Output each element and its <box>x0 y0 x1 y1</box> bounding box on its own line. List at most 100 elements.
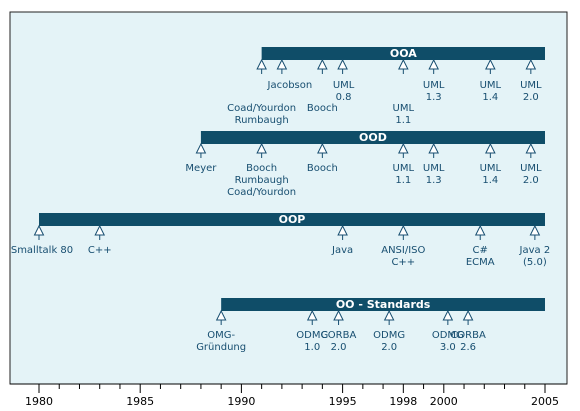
event-label-line: CORBA <box>450 330 486 341</box>
event-label: OMG-Gründung <box>196 330 246 353</box>
event-label-line: C++ <box>88 245 112 256</box>
event-label-line: Booch <box>307 163 338 174</box>
event-label-line: UML <box>393 103 415 114</box>
event-label-line: ODMG <box>432 330 464 341</box>
event-label-line: 2.0 <box>381 342 397 353</box>
event-arrow-icon <box>485 58 496 70</box>
event-label: Booch <box>307 103 338 114</box>
event-label-line: C# <box>473 245 488 256</box>
event-label-line: 1.1 <box>395 115 411 126</box>
event-arrow-icon <box>256 58 267 70</box>
event-label-line: UML <box>520 163 542 174</box>
event-label-line: UML <box>480 80 502 91</box>
event-arrow-icon <box>474 224 486 236</box>
band-label-oop: OOP <box>279 213 306 226</box>
event-arrow-icon <box>195 142 207 154</box>
event-label-line: 1.1 <box>395 175 411 186</box>
axis-year-label: 1980 <box>25 395 53 408</box>
event-arrow-icon <box>462 309 474 321</box>
axis-year-label: 1985 <box>126 395 154 408</box>
event-label-line: ODMG <box>373 330 405 341</box>
axis-year-label: 1990 <box>227 395 255 408</box>
event-oop-2: Java <box>331 224 353 256</box>
band-bar-oop <box>39 213 545 226</box>
event-arrow-icon <box>33 224 45 236</box>
band-bar-ooa <box>261 47 545 60</box>
event-label-line: ANSI/ISO <box>381 245 425 256</box>
event-oop-4: C#ECMA <box>466 224 495 268</box>
event-label-line: UML <box>393 163 415 174</box>
event-oop-5: Java 2(5.0) <box>519 224 551 268</box>
event-label: Jacobson <box>267 80 313 91</box>
event-label-line: Jacobson <box>267 80 313 91</box>
event-arrow-icon <box>215 309 227 321</box>
event-label: Meyer <box>185 163 217 174</box>
event-label: Java 2(5.0) <box>519 245 551 268</box>
event-arrow-icon <box>398 58 409 70</box>
event-label-line: Coad/Yourdon <box>227 187 296 198</box>
event-label-line: Coad/Yourdon <box>227 103 296 114</box>
event-ooa-1: Jacobson <box>267 58 313 91</box>
event-label-line: 1.0 <box>304 342 320 353</box>
event-arrow-icon <box>317 58 328 70</box>
event-label-line: Gründung <box>196 342 246 353</box>
event-label: Smalltalk 80 <box>11 245 73 256</box>
event-ood-2: Booch <box>307 142 338 174</box>
event-label-line: (5.0) <box>523 257 547 268</box>
event-label-line: 1.3 <box>426 92 442 103</box>
event-label: C#ECMA <box>466 245 495 268</box>
axis-year-label: 2005 <box>531 395 559 408</box>
event-arrow-icon <box>428 58 439 70</box>
event-label-line: 2.6 <box>460 342 476 353</box>
event-label-line: Rumbaugh <box>235 175 289 186</box>
event-label-line: Java <box>331 245 353 256</box>
event-oo-standards-0: OMG-Gründung <box>196 309 246 353</box>
band-bar-ood <box>200 131 546 144</box>
event-label-line: UML <box>423 163 445 174</box>
event-label-line: Smalltalk 80 <box>11 245 73 256</box>
event-arrow-icon <box>256 142 267 154</box>
event-label-line: 3.0 <box>440 342 456 353</box>
event-arrow-icon <box>337 58 348 70</box>
event-oop-1: C++ <box>88 224 112 256</box>
event-arrow-icon <box>383 309 395 321</box>
event-label-line: 2.0 <box>523 175 539 186</box>
event-arrow-icon <box>398 224 409 236</box>
axis-year-label: 2000 <box>430 395 458 408</box>
event-label-line: 1.4 <box>482 92 498 103</box>
event-label-line: Rumbaugh <box>235 115 289 126</box>
event-label-line: Java 2 <box>519 245 551 256</box>
